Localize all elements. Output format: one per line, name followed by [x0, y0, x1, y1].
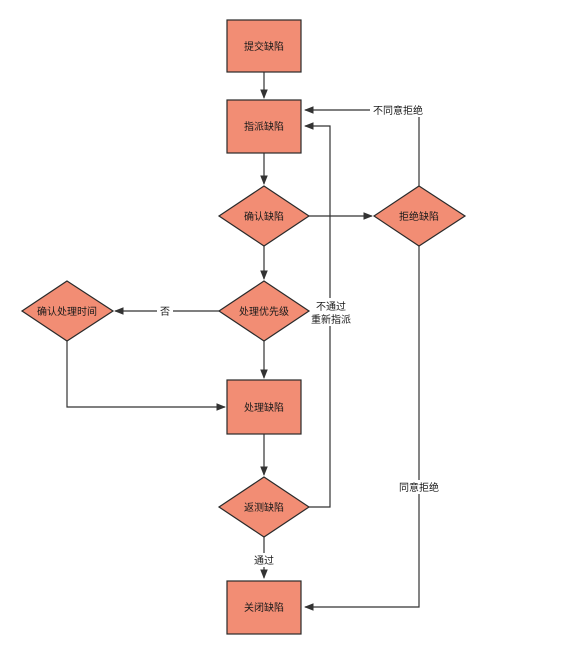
node-confirm-time-label: 确认处理时间 — [37, 305, 97, 318]
edge-label-reassign: 重新指派 — [311, 313, 351, 326]
node-submit-label: 提交缺陷 — [244, 40, 284, 53]
node-confirm-defect: 确认缺陷 — [217, 185, 311, 247]
edge-confirmtime-handle — [66, 341, 226, 411]
node-assign-defect: 指派缺陷 — [226, 99, 302, 154]
node-reject-label: 拒绝缺陷 — [399, 210, 439, 223]
node-retest-defect: 返测缺陷 — [217, 476, 311, 538]
node-confirm-label: 确认缺陷 — [244, 210, 284, 223]
edge-label-no: 否 — [160, 306, 170, 318]
node-handle-label: 处理缺陷 — [244, 401, 284, 414]
node-reject-defect: 拒绝缺陷 — [372, 185, 467, 247]
edge-label-disagree-reject: 不同意拒绝 — [373, 104, 423, 117]
node-close-defect: 关闭缺陷 — [226, 580, 302, 635]
node-retest-label: 返测缺陷 — [244, 501, 284, 514]
node-confirm-time: 确认处理时间 — [20, 280, 115, 342]
edge-reject-assign — [304, 106, 420, 186]
node-close-label: 关闭缺陷 — [244, 601, 284, 614]
node-priority-label: 处理优先级 — [239, 305, 289, 318]
edge-label-not-pass: 不通过 — [316, 300, 346, 313]
node-submit-defect: 提交缺陷 — [226, 19, 302, 73]
node-priority: 处理优先级 — [217, 280, 311, 342]
node-handle-defect: 处理缺陷 — [226, 379, 302, 435]
edge-label-agree-reject: 同意拒绝 — [399, 481, 439, 494]
edge-reject-close — [304, 246, 420, 611]
edge-label-pass: 通过 — [254, 554, 274, 567]
node-assign-label: 指派缺陷 — [244, 120, 284, 133]
